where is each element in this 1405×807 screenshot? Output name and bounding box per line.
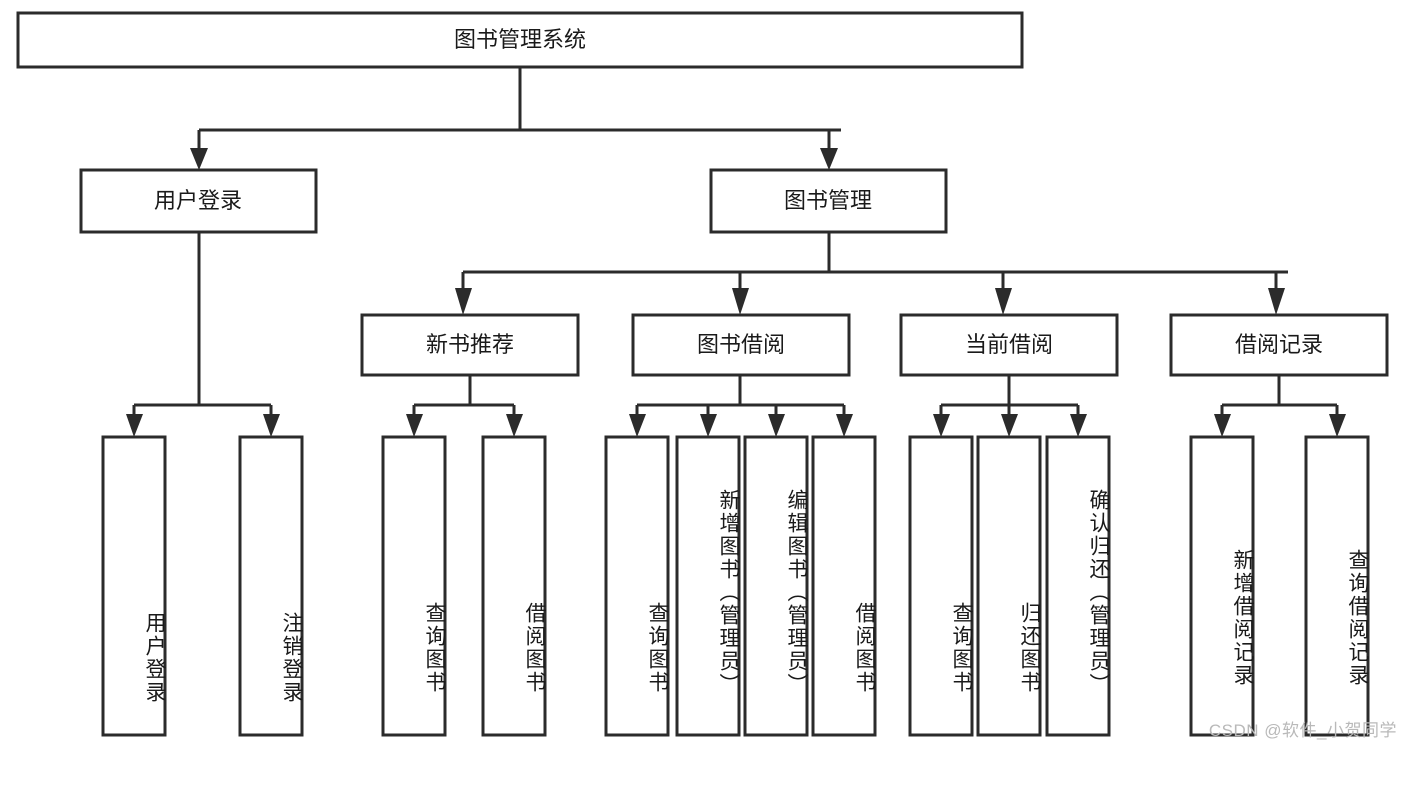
node-leaf-query-book-2[interactable] (604, 435, 670, 737)
arrow-leaf-confirm-return (1070, 414, 1087, 437)
node-book-manage-label: 图书管理 (784, 188, 872, 213)
node-leaf-confirm-return[interactable] (1045, 435, 1111, 737)
arrow-current-borrow (995, 288, 1012, 315)
arrow-leaf-query-book-2 (629, 414, 646, 437)
arrow-leaf-return-book (1001, 414, 1018, 437)
node-leaf-return-book[interactable] (976, 435, 1042, 737)
node-leaf-query-book-3[interactable] (908, 435, 974, 737)
node-leaf-edit-book[interactable] (743, 435, 809, 737)
node-new-book-rec[interactable] (360, 313, 580, 377)
connectors-layer (126, 67, 1346, 437)
node-leaf-borrow-book-1[interactable] (481, 435, 547, 737)
node-root-label: 图书管理系统 (454, 27, 586, 52)
arrow-leaf-query-record (1329, 414, 1346, 437)
arrow-borrow-record (1268, 288, 1285, 315)
node-leaf-add-record[interactable] (1189, 435, 1255, 737)
node-new-book-rec-label: 新书推荐 (426, 332, 514, 357)
arrow-leaf-query-book-1 (406, 414, 423, 437)
csdn-watermark: CSDN @软件_小贺同学 (1208, 721, 1397, 740)
arrow-leaf-borrow-book-1 (506, 414, 523, 437)
node-user-login-label: 用户登录 (154, 188, 242, 213)
node-current-borrow[interactable] (899, 313, 1119, 377)
arrow-leaf-borrow-book-2 (836, 414, 853, 437)
arrow-leaf-query-book-3 (933, 414, 950, 437)
arrow-book-manage (820, 148, 838, 170)
arrow-leaf-user-login (126, 414, 143, 437)
nodes-layer: 图书管理系统 用户登录 图书管理 新书推荐 图书借阅 当前借阅 借阅记录 (16, 11, 1389, 737)
arrow-leaf-edit-book (768, 414, 785, 437)
node-leaf-logout[interactable] (238, 435, 304, 737)
diagram-canvas: 图书管理系统 用户登录 图书管理 新书推荐 图书借阅 当前借阅 借阅记录 (16, 11, 1397, 740)
node-leaf-query-record[interactable] (1304, 435, 1370, 737)
node-leaf-borrow-book-2[interactable] (811, 435, 877, 737)
node-book-borrow[interactable] (631, 313, 851, 377)
node-leaf-query-book-1[interactable] (381, 435, 447, 737)
node-book-manage[interactable] (709, 168, 948, 234)
arrow-leaf-add-record (1214, 414, 1231, 437)
node-borrow-record-label: 借阅记录 (1235, 332, 1323, 357)
arrow-leaf-logout (263, 414, 280, 437)
arrow-user-login (190, 148, 208, 170)
arrow-leaf-add-book (700, 414, 717, 437)
arrow-book-borrow (732, 288, 749, 315)
node-borrow-record[interactable] (1169, 313, 1389, 377)
node-current-borrow-label: 当前借阅 (965, 332, 1053, 357)
tree-svg: 图书管理系统 用户登录 图书管理 新书推荐 图书借阅 当前借阅 借阅记录 (16, 11, 1389, 737)
node-leaf-add-book[interactable] (675, 435, 741, 737)
node-book-borrow-label: 图书借阅 (697, 332, 785, 357)
node-leaf-user-login[interactable] (101, 435, 167, 737)
node-root[interactable] (16, 11, 1024, 69)
node-user-login[interactable] (79, 168, 318, 234)
arrow-new-book-rec (455, 288, 472, 315)
